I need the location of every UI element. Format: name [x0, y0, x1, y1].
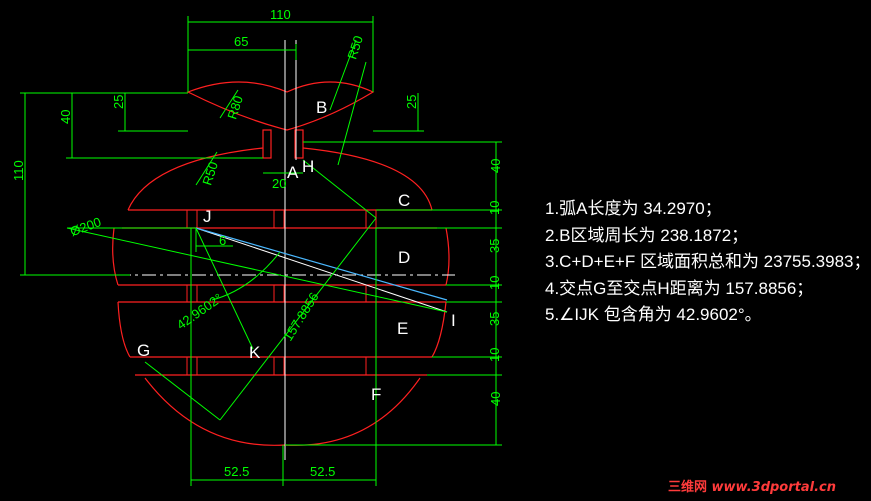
question-notes: 1.弧A长度为 34.2970； 2.B区域周长为 238.1872； 3.C+…	[545, 196, 871, 329]
dim-height-40-left: 40	[58, 110, 73, 124]
diagonal-line-ji	[195, 227, 448, 301]
watermark: 三维网 www.3dportal.cn	[668, 476, 836, 495]
dim-right-10-a: 10	[487, 201, 502, 215]
dim-offset-6: 6	[219, 233, 226, 248]
label-i: I	[451, 311, 456, 330]
dim-top-width: 110	[270, 7, 291, 22]
dim-right-35-b: 35	[487, 312, 502, 326]
dim-bottom-right: 52.5	[310, 464, 335, 479]
dimension-lines	[20, 16, 502, 486]
label-f: F	[371, 385, 381, 404]
dim-left-width: 65	[234, 34, 248, 49]
watermark-cn: 三维网	[667, 480, 707, 495]
dim-radius-top: R50	[199, 160, 221, 187]
label-g: G	[137, 341, 150, 360]
note-5: 5.∠IJK 包含角为 42.9602°。	[545, 305, 762, 324]
dim-right-10-c: 10	[487, 348, 502, 362]
dim-gap-20: 20	[272, 176, 286, 191]
dim-height-25-left: 25	[111, 95, 126, 109]
dim-radius-b: R50	[344, 34, 366, 61]
label-j: J	[203, 207, 212, 226]
note-4: 4.交点G至交点H距离为 157.8856；	[545, 278, 814, 298]
dim-total-110: 110	[11, 160, 26, 181]
dim-height-25-right: 25	[404, 95, 419, 109]
note-1: 1.弧A长度为 34.2970；	[545, 199, 722, 218]
label-e: E	[397, 319, 408, 338]
dim-right-10-b: 10	[487, 276, 502, 290]
note-3: 3.C+D+E+F 区域面积总和为 23755.3983；	[545, 252, 871, 271]
dim-diameter: Ø200	[68, 214, 103, 239]
cad-drawing: 110 65 R50 R80 R50 40 25 25 20 110 Ø200 …	[11, 7, 503, 486]
label-d: D	[398, 248, 410, 267]
dim-bottom-left: 52.5	[224, 464, 249, 479]
dim-right-35-a: 35	[487, 239, 502, 253]
label-b: B	[316, 98, 327, 117]
dim-angle: 42.9602°	[174, 290, 225, 332]
slot-lines	[186, 209, 377, 376]
label-k: K	[249, 343, 261, 362]
label-h: H	[302, 157, 314, 176]
dim-right-40-bottom: 40	[488, 392, 503, 406]
dim-radius-leaf: R80	[224, 94, 246, 121]
note-2: 2.B区域周长为 238.1872；	[545, 225, 749, 245]
center-lines	[117, 40, 455, 460]
dim-right-40-top: 40	[488, 159, 503, 173]
watermark-url: www.3dportal.cn	[711, 480, 836, 495]
label-c: C	[398, 191, 410, 210]
dim-distance: 157.8856	[280, 290, 321, 344]
label-a: A	[287, 163, 299, 182]
